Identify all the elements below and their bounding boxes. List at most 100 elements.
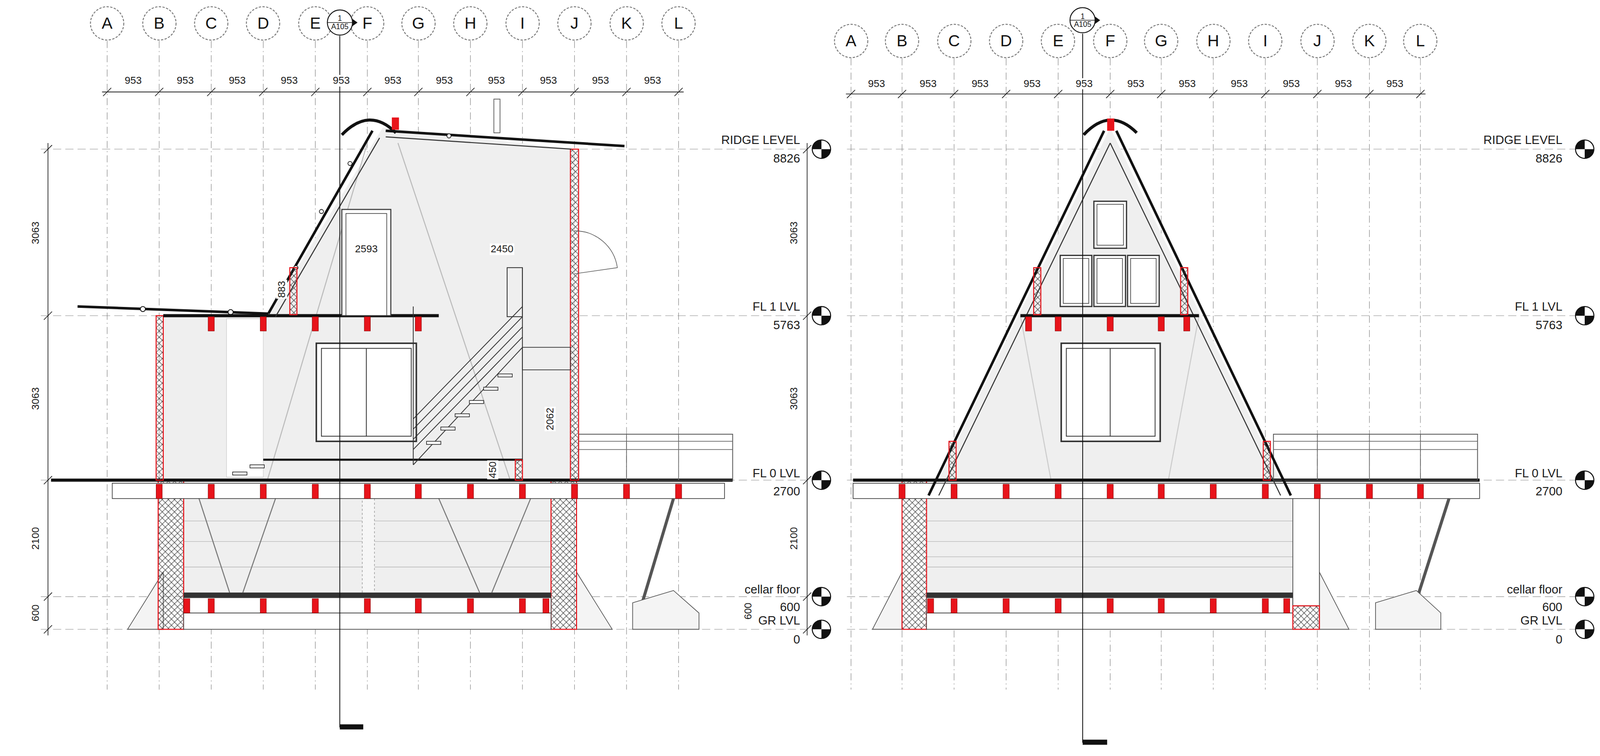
- dimension-line: [806, 142, 808, 636]
- side-section: [112, 483, 725, 499]
- grid-bubble: E: [1040, 23, 1076, 59]
- front-section: [1292, 605, 1320, 630]
- dimension-text: 883: [276, 279, 288, 299]
- side-section: [208, 598, 215, 613]
- front-section: [1054, 316, 1061, 331]
- bubble-outline: [1196, 24, 1230, 58]
- level-symbol: [812, 470, 831, 490]
- bubble-outline: [1248, 24, 1283, 58]
- side-section: [163, 127, 575, 480]
- bubble-outline: [558, 6, 592, 41]
- level-line: [846, 315, 1577, 316]
- front-section: [1054, 598, 1061, 613]
- dimension-line: [103, 87, 683, 97]
- dimension-text: 2450: [489, 243, 515, 255]
- bubble-outline: [989, 24, 1023, 58]
- side-section: [163, 314, 439, 318]
- front-section: [926, 498, 1293, 593]
- grid-label: I: [1263, 31, 1268, 50]
- side-section: [515, 459, 523, 480]
- side-section: [346, 213, 387, 316]
- side-section: [578, 440, 733, 442]
- front-section: [902, 479, 927, 629]
- grid-label: I: [520, 14, 525, 33]
- front-section: [1168, 315, 1199, 480]
- side-section: [183, 598, 190, 613]
- grid-bubble: J: [1300, 23, 1335, 59]
- side-section: [413, 316, 523, 429]
- side-section: [158, 479, 184, 629]
- side-section: [519, 483, 526, 499]
- side-section: [578, 434, 733, 480]
- front-section: [1082, 739, 1108, 745]
- dimension-text: 953: [539, 74, 559, 87]
- grid-line: [626, 40, 627, 689]
- grid-label: C: [205, 14, 218, 33]
- front-section: [1025, 316, 1032, 331]
- front-section: [938, 142, 1111, 496]
- grid-bubble: H: [452, 6, 488, 41]
- front-section: [1180, 267, 1188, 315]
- front-section: [1107, 118, 1115, 131]
- grid-bubble: C: [193, 6, 229, 41]
- bubble-outline: [90, 6, 125, 41]
- level-symbol: [812, 139, 831, 159]
- bubble-outline: [609, 6, 644, 41]
- side-section: [438, 498, 480, 593]
- level-label: 8826: [1534, 151, 1564, 166]
- level-symbol: [812, 587, 831, 606]
- dimension-text: 953: [1229, 78, 1249, 90]
- dimension-text: 953: [227, 74, 247, 87]
- level-label: 600: [779, 600, 801, 614]
- front-section: [1375, 590, 1441, 630]
- level-symbol: [1575, 470, 1594, 490]
- bubble-outline: [194, 6, 229, 41]
- side-section: [415, 598, 422, 613]
- marker-outline: [327, 9, 353, 35]
- section-marker: 1A105: [326, 9, 354, 36]
- grid-bubble: B: [884, 23, 920, 59]
- bubble-outline: [937, 24, 971, 58]
- bubble-outline: [1093, 24, 1127, 58]
- side-section: [208, 483, 215, 499]
- side-section: [319, 209, 324, 214]
- level-symbol: [1575, 139, 1594, 159]
- side-section: [232, 373, 513, 475]
- side-section: [675, 483, 682, 499]
- grid-bubble: G: [1143, 23, 1179, 59]
- side-section: [140, 306, 146, 312]
- dimension-text: 953: [970, 78, 990, 90]
- grid-label: G: [412, 14, 425, 33]
- side-section: [155, 483, 162, 499]
- dimension-line: [102, 91, 684, 93]
- dimension-line: [803, 144, 812, 633]
- front-section: [1273, 440, 1478, 442]
- level-label: 2700: [1534, 484, 1564, 498]
- dimension-text: 600: [742, 601, 754, 621]
- side-section: [413, 336, 523, 450]
- side-section: [242, 498, 276, 593]
- front-section: [1417, 483, 1424, 499]
- front-section: [1107, 316, 1114, 331]
- front-section: [872, 571, 903, 630]
- front-section: [1061, 342, 1161, 441]
- side-section: [77, 306, 269, 314]
- side-section: [415, 483, 422, 499]
- side-section: [455, 413, 470, 417]
- front-section: [1263, 440, 1271, 480]
- dimension-text: 953: [867, 78, 887, 90]
- grid-label: H: [464, 14, 477, 33]
- side-section: [551, 479, 577, 629]
- level-symbol: [1575, 620, 1594, 639]
- bubble-outline: [1041, 24, 1075, 58]
- level-label: FL 0 LVL: [1513, 465, 1564, 480]
- side-section: [491, 498, 531, 593]
- dimension-line: [47, 142, 49, 636]
- side-section: [623, 483, 630, 499]
- front-section: [1158, 598, 1165, 613]
- side-section: [341, 209, 391, 316]
- dimension-text: 953: [383, 74, 403, 87]
- level-label: FL 1 LVL: [1513, 299, 1564, 314]
- side-section: [208, 316, 215, 331]
- side-section: [507, 267, 523, 317]
